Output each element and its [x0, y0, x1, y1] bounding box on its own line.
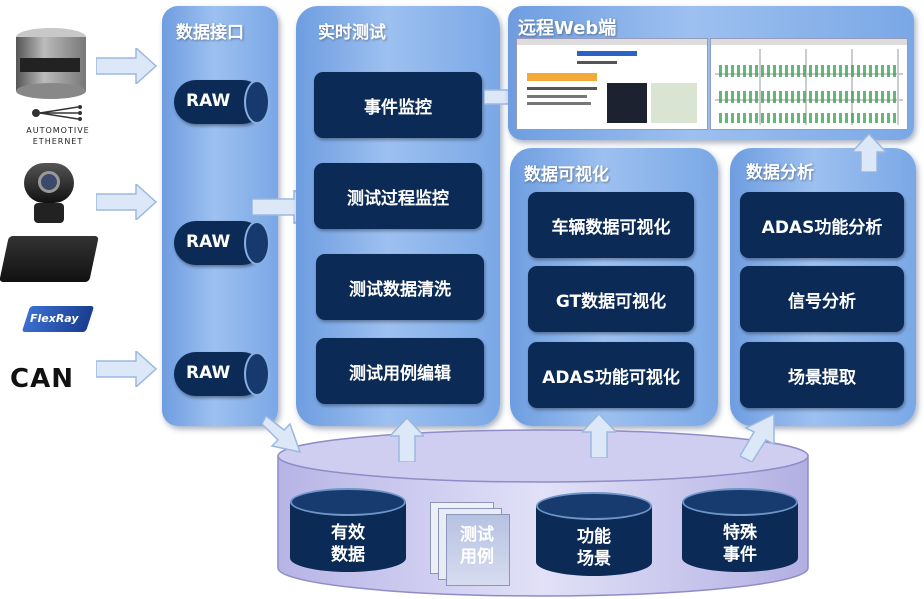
- arrow-up-icon: [852, 134, 886, 172]
- valid-data-label-line2: 数据: [331, 545, 365, 565]
- camera-image: [20, 163, 80, 225]
- test-case-edit-box: 测试用例编辑: [316, 338, 484, 404]
- remote-web-title: 远程Web端: [518, 18, 617, 39]
- function-scene-label-line1: 功能: [577, 527, 611, 547]
- automotive-ethernet-line1: Automotive: [26, 126, 90, 135]
- raw-label: RAW: [186, 363, 231, 383]
- test-case-documents: 测试 用例: [430, 502, 516, 586]
- data-visualization-title: 数据可视化: [524, 165, 609, 185]
- test-case-label-line1: 测试: [460, 525, 494, 545]
- valid-data-store: 有效 数据: [290, 488, 406, 584]
- raw-channel-2: RAW: [174, 221, 270, 265]
- can-logo: CAN: [10, 364, 74, 394]
- test-data-cleaning-box: 测试数据清洗: [316, 254, 484, 320]
- gt-data-visualization-box: GT数据可视化: [528, 266, 694, 332]
- valid-data-label-line1: 有效: [331, 523, 365, 543]
- radar-module-image: [0, 228, 99, 286]
- arrow-right-icon: [96, 184, 158, 220]
- raw-label: RAW: [186, 232, 231, 252]
- test-case-label-line2: 用例: [460, 547, 494, 567]
- flexray-label: FlexRay: [30, 312, 79, 325]
- special-event-store: 特殊 事件: [682, 488, 798, 584]
- signal-analysis-box: 信号分析: [740, 266, 904, 332]
- data-interface-title: 数据接口: [176, 23, 244, 43]
- vehicle-data-visualization-box: 车辆数据可视化: [528, 192, 694, 258]
- raw-channel-1: RAW: [174, 80, 270, 124]
- web-screenshot-right: [710, 38, 908, 130]
- automotive-ethernet-line2: Ethernet: [32, 137, 84, 146]
- special-event-label-line2: 事件: [723, 545, 757, 565]
- test-process-monitor-box: 测试过程监控: [314, 163, 482, 229]
- adas-function-analysis-box: ADAS功能分析: [740, 192, 904, 258]
- function-scene-store: 功能 场景: [536, 492, 652, 588]
- lidar-sensor-image: [10, 28, 90, 102]
- adas-function-visualization-box: ADAS功能可视化: [528, 342, 694, 408]
- network-icon: [32, 105, 82, 121]
- scene-extraction-box: 场景提取: [740, 342, 904, 408]
- arrow-up-icon: [582, 414, 616, 458]
- function-scene-label-line2: 场景: [577, 549, 611, 569]
- arrow-right-icon: [96, 48, 158, 84]
- special-event-label-line1: 特殊: [723, 523, 757, 543]
- raw-label: RAW: [186, 91, 231, 111]
- arrow-up-icon: [390, 418, 424, 462]
- web-screenshot-left: [516, 38, 708, 130]
- arrow-down-right-icon: [262, 416, 302, 454]
- flexray-logo: FlexRay: [21, 304, 96, 334]
- realtime-test-title: 实时测试: [318, 23, 386, 43]
- event-monitor-box: 事件监控: [314, 72, 482, 138]
- raw-channel-3: RAW: [174, 352, 270, 396]
- arrow-up-right-icon: [740, 414, 775, 462]
- automotive-ethernet-logo: Automotive Ethernet: [18, 104, 98, 150]
- data-analysis-title: 数据分析: [746, 163, 814, 183]
- arrow-right-icon: [96, 351, 158, 387]
